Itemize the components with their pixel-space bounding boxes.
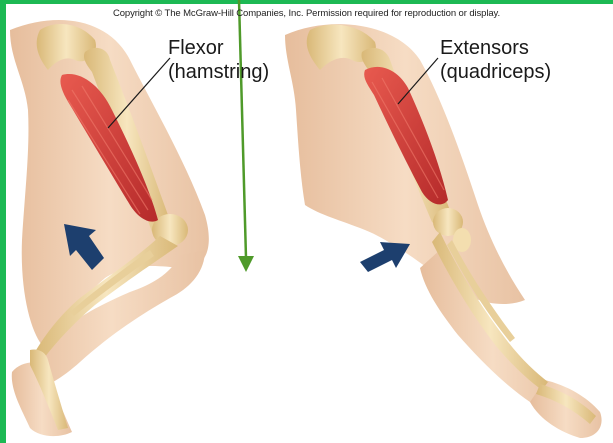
extension-arrow <box>360 242 410 272</box>
flexor-label: Flexor (hamstring) <box>168 36 269 84</box>
flexor-label-line2: (hamstring) <box>168 60 269 84</box>
extensor-label: Extensors (quadriceps) <box>440 36 551 84</box>
extensor-label-line2: (quadriceps) <box>440 60 551 84</box>
copyright-notice: Copyright © The McGraw-Hill Companies, I… <box>0 8 613 19</box>
extensor-label-line1: Extensors <box>440 36 551 60</box>
extended-leg <box>285 24 602 438</box>
annotation-pointer-head <box>238 256 254 272</box>
flexor-label-line1: Flexor <box>168 36 269 60</box>
